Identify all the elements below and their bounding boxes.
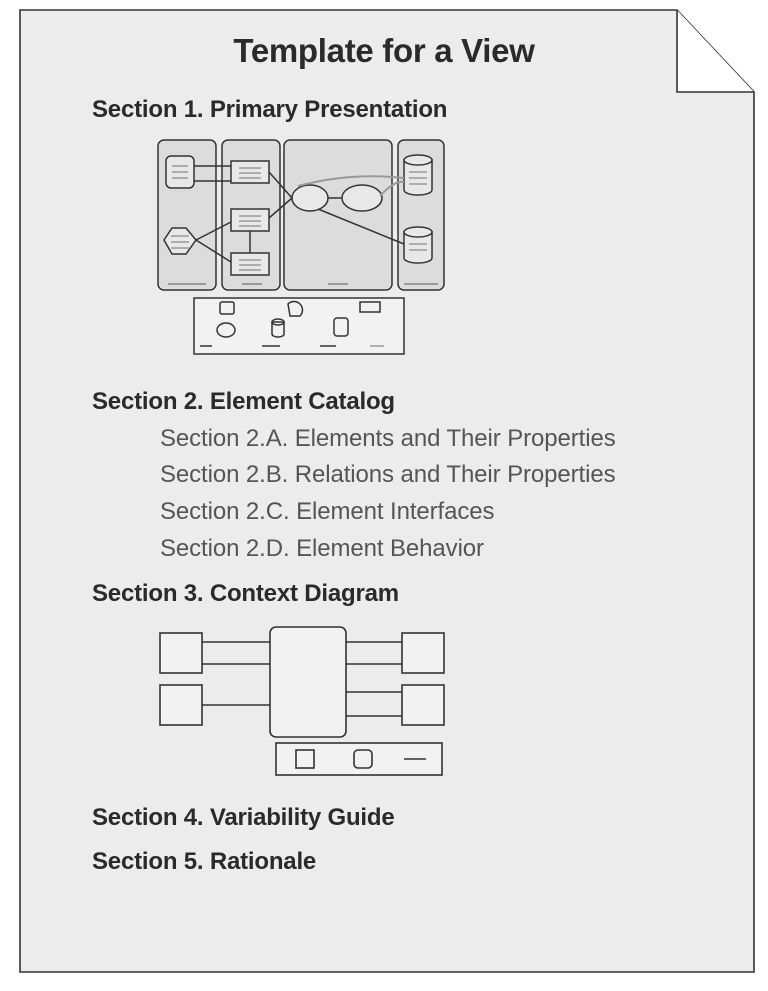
context-external-3 [401,632,445,674]
diagram-legend-box [193,297,405,355]
context-diagram [159,626,445,776]
diagram-box-2 [230,208,270,232]
context-external-4 [401,684,445,726]
primary-presentation-diagram [157,139,445,355]
diagram-box-3 [230,252,270,276]
context-system-box [269,626,347,738]
subsection-2d: Section 2.D. Element Behavior [160,535,484,562]
context-external-2 [159,684,203,726]
subsection-2c: Section 2.C. Element Interfaces [160,498,495,525]
section-heading-3: Section 3. Context Diagram [92,580,399,607]
subsection-2b: Section 2.B. Relations and Their Propert… [160,461,616,488]
document-title: Template for a View [233,32,535,69]
diagram-ellipse-2 [341,184,383,212]
page-fold-corner [676,10,754,93]
section-heading-2: Section 2. Element Catalog [92,388,395,415]
section-heading-1: Section 1. Primary Presentation [92,96,448,123]
subsection-2a: Section 2.A. Elements and Their Properti… [160,425,616,452]
diagram-box-1 [230,160,270,184]
diagram-panel-3 [283,139,393,291]
diagram-ellipse-1 [291,184,329,212]
section-heading-4: Section 4. Variability Guide [92,804,395,831]
section-heading-5: Section 5. Rationale [92,848,317,875]
diagram-database-2 [403,231,433,264]
context-external-1 [159,632,203,674]
